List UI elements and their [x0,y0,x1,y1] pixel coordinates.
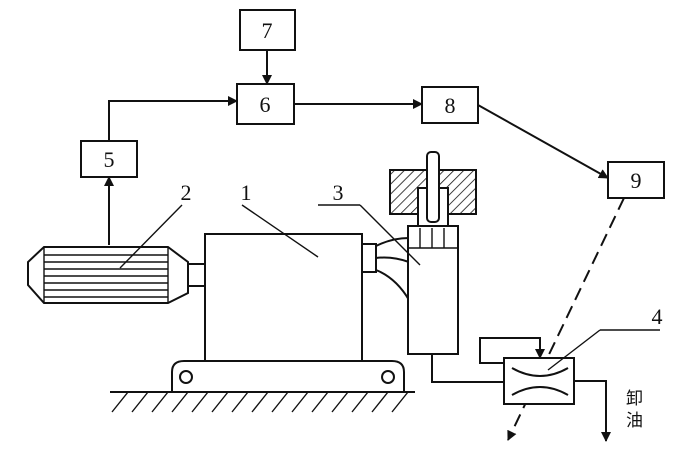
arrow-8-to-9 [477,104,609,179]
part-1-body [204,233,363,362]
part-2-motor [27,246,206,304]
block-5-label: 5 [104,147,115,172]
arrow-5-to-6 [108,96,238,141]
base-plate [171,360,405,392]
part-4-label: 4 [652,304,663,329]
block-9-label: 9 [631,168,642,193]
leader-3 [359,204,421,266]
block-7-label: 7 [262,18,273,43]
part-1-label: 1 [241,180,252,205]
leader-2 [119,204,183,269]
block-5: 5 [80,140,138,178]
block-8-label: 8 [445,93,456,118]
block-9: 9 [607,161,665,199]
oil-unload-label: 卸 油 [626,389,648,431]
block-6: 6 [236,83,295,125]
coupling [361,237,410,301]
part-3-label: 3 [333,180,344,205]
block-8: 8 [421,86,479,124]
part-3-cylinder [389,151,477,355]
leader-1 [241,204,319,258]
block-6-label: 6 [260,92,271,117]
part-4-valve [431,337,611,442]
block-7: 7 [239,9,296,51]
part-2-label: 2 [181,180,192,205]
leader-4 [547,329,601,371]
ground [110,391,415,413]
